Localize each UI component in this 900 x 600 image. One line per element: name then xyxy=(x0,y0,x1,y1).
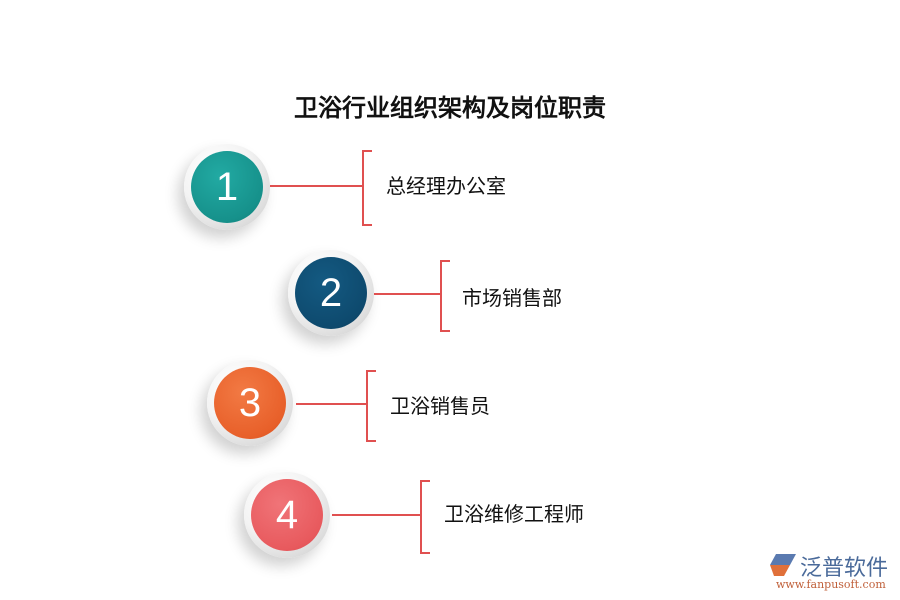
bracket xyxy=(366,370,376,442)
org-label: 卫浴销售员 xyxy=(390,394,490,418)
org-label: 卫浴维修工程师 xyxy=(444,502,584,526)
connector-line xyxy=(296,403,366,405)
brand-url: www.fanpusoft.com xyxy=(776,578,886,591)
org-label: 总经理办公室 xyxy=(386,174,506,198)
brand-name: 泛普软件 xyxy=(800,556,889,581)
number-badge: 4 xyxy=(251,479,323,551)
bracket xyxy=(420,480,430,554)
connector-line xyxy=(270,185,362,187)
number-badge: 3 xyxy=(214,367,286,439)
bracket xyxy=(440,260,450,332)
diagram-title: 卫浴行业组织架构及岗位职责 xyxy=(294,94,606,122)
brand-mark-icon xyxy=(770,554,796,576)
number-badge-ring: 3 xyxy=(207,360,293,446)
number-badge: 2 xyxy=(295,257,367,329)
connector-line xyxy=(332,514,420,516)
org-label: 市场销售部 xyxy=(462,286,562,310)
number-badge-ring: 4 xyxy=(244,472,330,558)
number-badge: 1 xyxy=(191,151,263,223)
number-badge-ring: 1 xyxy=(184,144,270,230)
number-badge-ring: 2 xyxy=(288,250,374,336)
brand-logo: 泛普软件 www.fanpusoft.com xyxy=(770,550,895,595)
connector-line xyxy=(374,293,440,295)
bracket xyxy=(362,150,372,226)
